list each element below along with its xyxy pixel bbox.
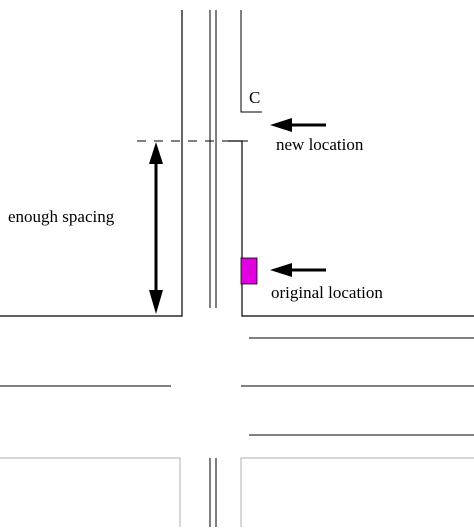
original-location-label: original location — [271, 283, 383, 302]
corner-label-c: C — [249, 88, 260, 107]
driveway-c-edge — [240, 10, 262, 113]
spacing-double-arrow — [149, 142, 163, 314]
upper-right-block-edge — [228, 140, 474, 317]
lower-left-block-edge — [0, 457, 181, 527]
upper-left-block-edge — [0, 10, 183, 317]
enough-spacing-label: enough spacing — [8, 207, 115, 226]
original-location-arrow — [270, 263, 326, 277]
new-location-arrow — [270, 118, 326, 132]
lower-right-block-edge — [240, 457, 474, 527]
new-location-label: new location — [276, 135, 364, 154]
original-location-marker — [240, 257, 258, 285]
